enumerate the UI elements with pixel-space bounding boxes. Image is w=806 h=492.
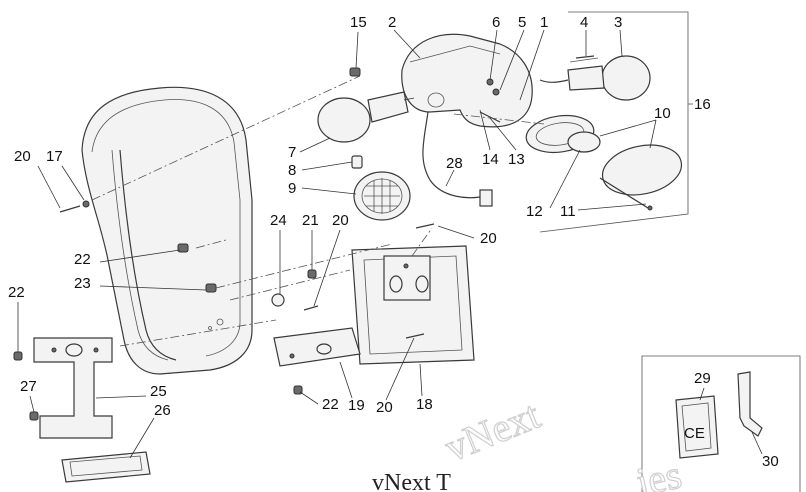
group-bracket bbox=[539, 11, 693, 233]
callout-26: 26 bbox=[154, 402, 171, 419]
callout-18: 18 bbox=[416, 396, 433, 413]
callout-8: 8 bbox=[288, 162, 296, 179]
callout-22-bottom: 22 bbox=[322, 396, 339, 413]
callout-5: 5 bbox=[518, 14, 526, 31]
assembly-centerlines bbox=[91, 75, 545, 347]
watermark-tail: ies bbox=[633, 452, 686, 492]
callout-23: 23 bbox=[74, 275, 91, 292]
license-plate-holder bbox=[351, 245, 475, 365]
kit-box bbox=[641, 355, 801, 492]
leader-lines bbox=[17, 29, 763, 459]
callout-10: 10 bbox=[654, 105, 671, 122]
callout-2: 2 bbox=[388, 14, 396, 31]
callout-1: 1 bbox=[540, 14, 548, 31]
mounting-bracket bbox=[273, 327, 361, 367]
callout-6: 6 bbox=[492, 14, 500, 31]
lamp-assembly bbox=[525, 114, 683, 211]
watermark-primary: vNext bbox=[439, 392, 547, 470]
ce-mark: CE bbox=[684, 425, 705, 442]
callout-21: 21 bbox=[302, 212, 319, 229]
callout-28: 28 bbox=[446, 155, 463, 172]
callout-20-mid: 20 bbox=[332, 212, 349, 229]
callout-15: 15 bbox=[350, 14, 367, 31]
callout-20-top-right: 20 bbox=[480, 230, 497, 247]
callout-24: 24 bbox=[270, 212, 287, 229]
callout-labels: 15 2 6 5 1 4 3 10 7 8 9 28 14 13 12 11 2… bbox=[8, 14, 779, 470]
rear-fender bbox=[81, 86, 253, 375]
callout-27: 27 bbox=[20, 378, 37, 395]
watermark-secondary: vNext T bbox=[372, 470, 451, 492]
callout-7: 7 bbox=[288, 144, 296, 161]
callout-17: 17 bbox=[46, 148, 63, 165]
callout-9: 9 bbox=[288, 180, 296, 197]
callout-3: 3 bbox=[614, 14, 622, 31]
callout-30: 30 bbox=[762, 453, 779, 470]
callout-13: 13 bbox=[508, 151, 525, 168]
taillight-housing bbox=[401, 33, 533, 207]
callout-20-left: 20 bbox=[14, 148, 31, 165]
callout-29: 29 bbox=[694, 370, 711, 387]
callout-11: 11 bbox=[560, 203, 576, 220]
callout-14: 14 bbox=[482, 151, 499, 168]
group-number: 16 bbox=[694, 96, 711, 113]
callout-20-bottom: 20 bbox=[376, 399, 393, 416]
hardware-items bbox=[13, 55, 595, 421]
plate-light-bracket bbox=[33, 337, 113, 439]
callout-12: 12 bbox=[526, 203, 543, 220]
reflector bbox=[61, 451, 151, 483]
right-turn-signal bbox=[539, 55, 651, 101]
bulb-and-lens bbox=[351, 155, 411, 221]
callout-25: 25 bbox=[150, 383, 167, 400]
callout-22-left: 22 bbox=[8, 284, 25, 301]
callout-19: 19 bbox=[348, 397, 365, 414]
callout-22-fender: 22 bbox=[74, 251, 91, 268]
callout-4: 4 bbox=[580, 14, 588, 31]
left-turn-signal bbox=[317, 91, 415, 143]
